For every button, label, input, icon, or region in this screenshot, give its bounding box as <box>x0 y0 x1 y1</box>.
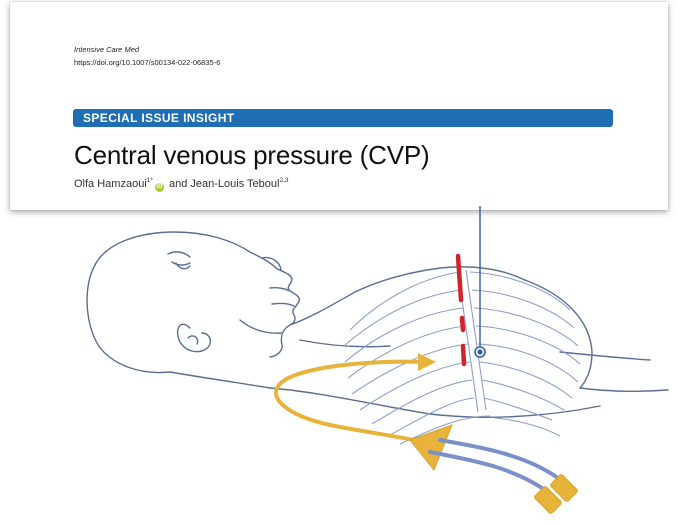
orcid-icon[interactable]: iD <box>154 183 164 192</box>
author-name[interactable]: and Jean-Louis Teboul <box>165 178 280 190</box>
journal-name: Intensive Care Med <box>74 45 140 54</box>
patient-outline <box>86 231 669 418</box>
flow-arrow <box>274 359 434 446</box>
section-banner: SPECIAL ISSUE INSIGHT <box>73 109 613 127</box>
paper-header-card: Intensive Care Med https://doi.org/10.10… <box>10 2 668 210</box>
author-affiliation: 2,3 <box>279 177 289 184</box>
catheter-tubing <box>428 438 560 492</box>
arrowhead-top <box>418 353 436 371</box>
catheter-in-vein <box>455 253 467 367</box>
rib-cage <box>344 269 581 445</box>
catheter-connectors <box>534 474 578 514</box>
paper-title: Central venous pressure (CVP) <box>74 140 430 170</box>
author-affiliation: 1* <box>146 177 153 184</box>
author-name[interactable]: Olfa Hamzaoui <box>74 178 147 190</box>
section-banner-label: SPECIAL ISSUE INSIGHT <box>83 111 235 125</box>
author-line: Olfa Hamzaoui1*iD and Jean-Louis Teboul2… <box>74 177 289 192</box>
doi-link[interactable]: https://doi.org/10.1007/s00134-022-06835… <box>74 58 221 67</box>
arrowhead-bottom <box>409 424 453 471</box>
